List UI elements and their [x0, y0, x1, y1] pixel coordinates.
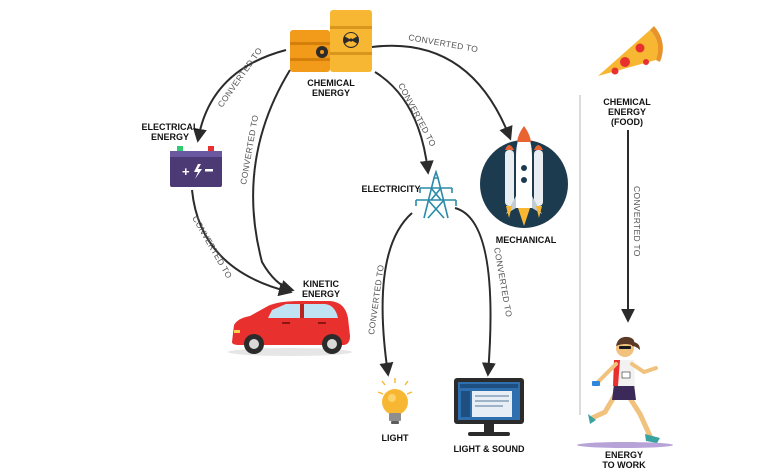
arrow-chemical-to-electrical	[192, 49, 287, 143]
light-bulb-icon	[377, 378, 413, 424]
energy-to-work-label-1: ENERGY	[605, 450, 643, 460]
mechanical-label: MECHANICAL	[496, 235, 557, 245]
power-pylon-icon	[415, 169, 457, 219]
electrical-energy-label-1: ELECTRICAL	[142, 122, 199, 132]
label-chem-to-electricity: CONVERTED TO	[396, 81, 438, 148]
arrow-chemical-to-mechanical	[371, 44, 513, 141]
label-chem-to-electrical: CONVERTED TO	[215, 45, 264, 109]
label-electricity-to-light-sound: CONVERTED TO	[492, 247, 514, 318]
svg-text:+: +	[182, 164, 190, 179]
electrical-energy-label-2: ENERGY	[151, 132, 189, 142]
car-icon	[228, 301, 352, 356]
energy-to-work-label-2: TO WORK	[602, 460, 646, 470]
barrel-icon	[290, 10, 372, 72]
rocket-icon	[480, 126, 568, 228]
label-chem-to-mechanical: CONVERTED TO	[408, 32, 479, 54]
battery-icon: +	[170, 146, 222, 187]
label-food-to-work: CONVERTED TO	[632, 186, 642, 257]
pizza-slice-icon	[598, 26, 663, 76]
arrow-chemical-to-kinetic	[252, 69, 295, 294]
chemical-energy-label-1: CHEMICAL	[307, 78, 355, 88]
runner-icon	[577, 336, 673, 448]
food-energy-label-3: (FOOD)	[611, 117, 643, 127]
arrow-electrical-to-kinetic	[191, 189, 293, 297]
kinetic-energy-label-2: ENERGY	[302, 289, 340, 299]
computer-monitor-icon	[454, 378, 524, 436]
electricity-label: ELECTRICITY	[361, 184, 420, 194]
arrow-electricity-to-light-sound	[454, 207, 496, 377]
arrow-electricity-to-light	[379, 212, 413, 377]
kinetic-energy-label-1: KINETIC	[303, 279, 340, 289]
arrow-chemical-to-electricity	[374, 71, 434, 175]
label-electrical-to-kinetic: CONVERTED TO	[190, 214, 234, 280]
food-energy-label-2: ENERGY	[608, 107, 646, 117]
food-energy-label-1: CHEMICAL	[603, 97, 651, 107]
light-label: LIGHT	[382, 433, 409, 443]
light-and-sound-label: LIGHT & SOUND	[454, 444, 525, 454]
chemical-energy-label-2: ENERGY	[312, 88, 350, 98]
